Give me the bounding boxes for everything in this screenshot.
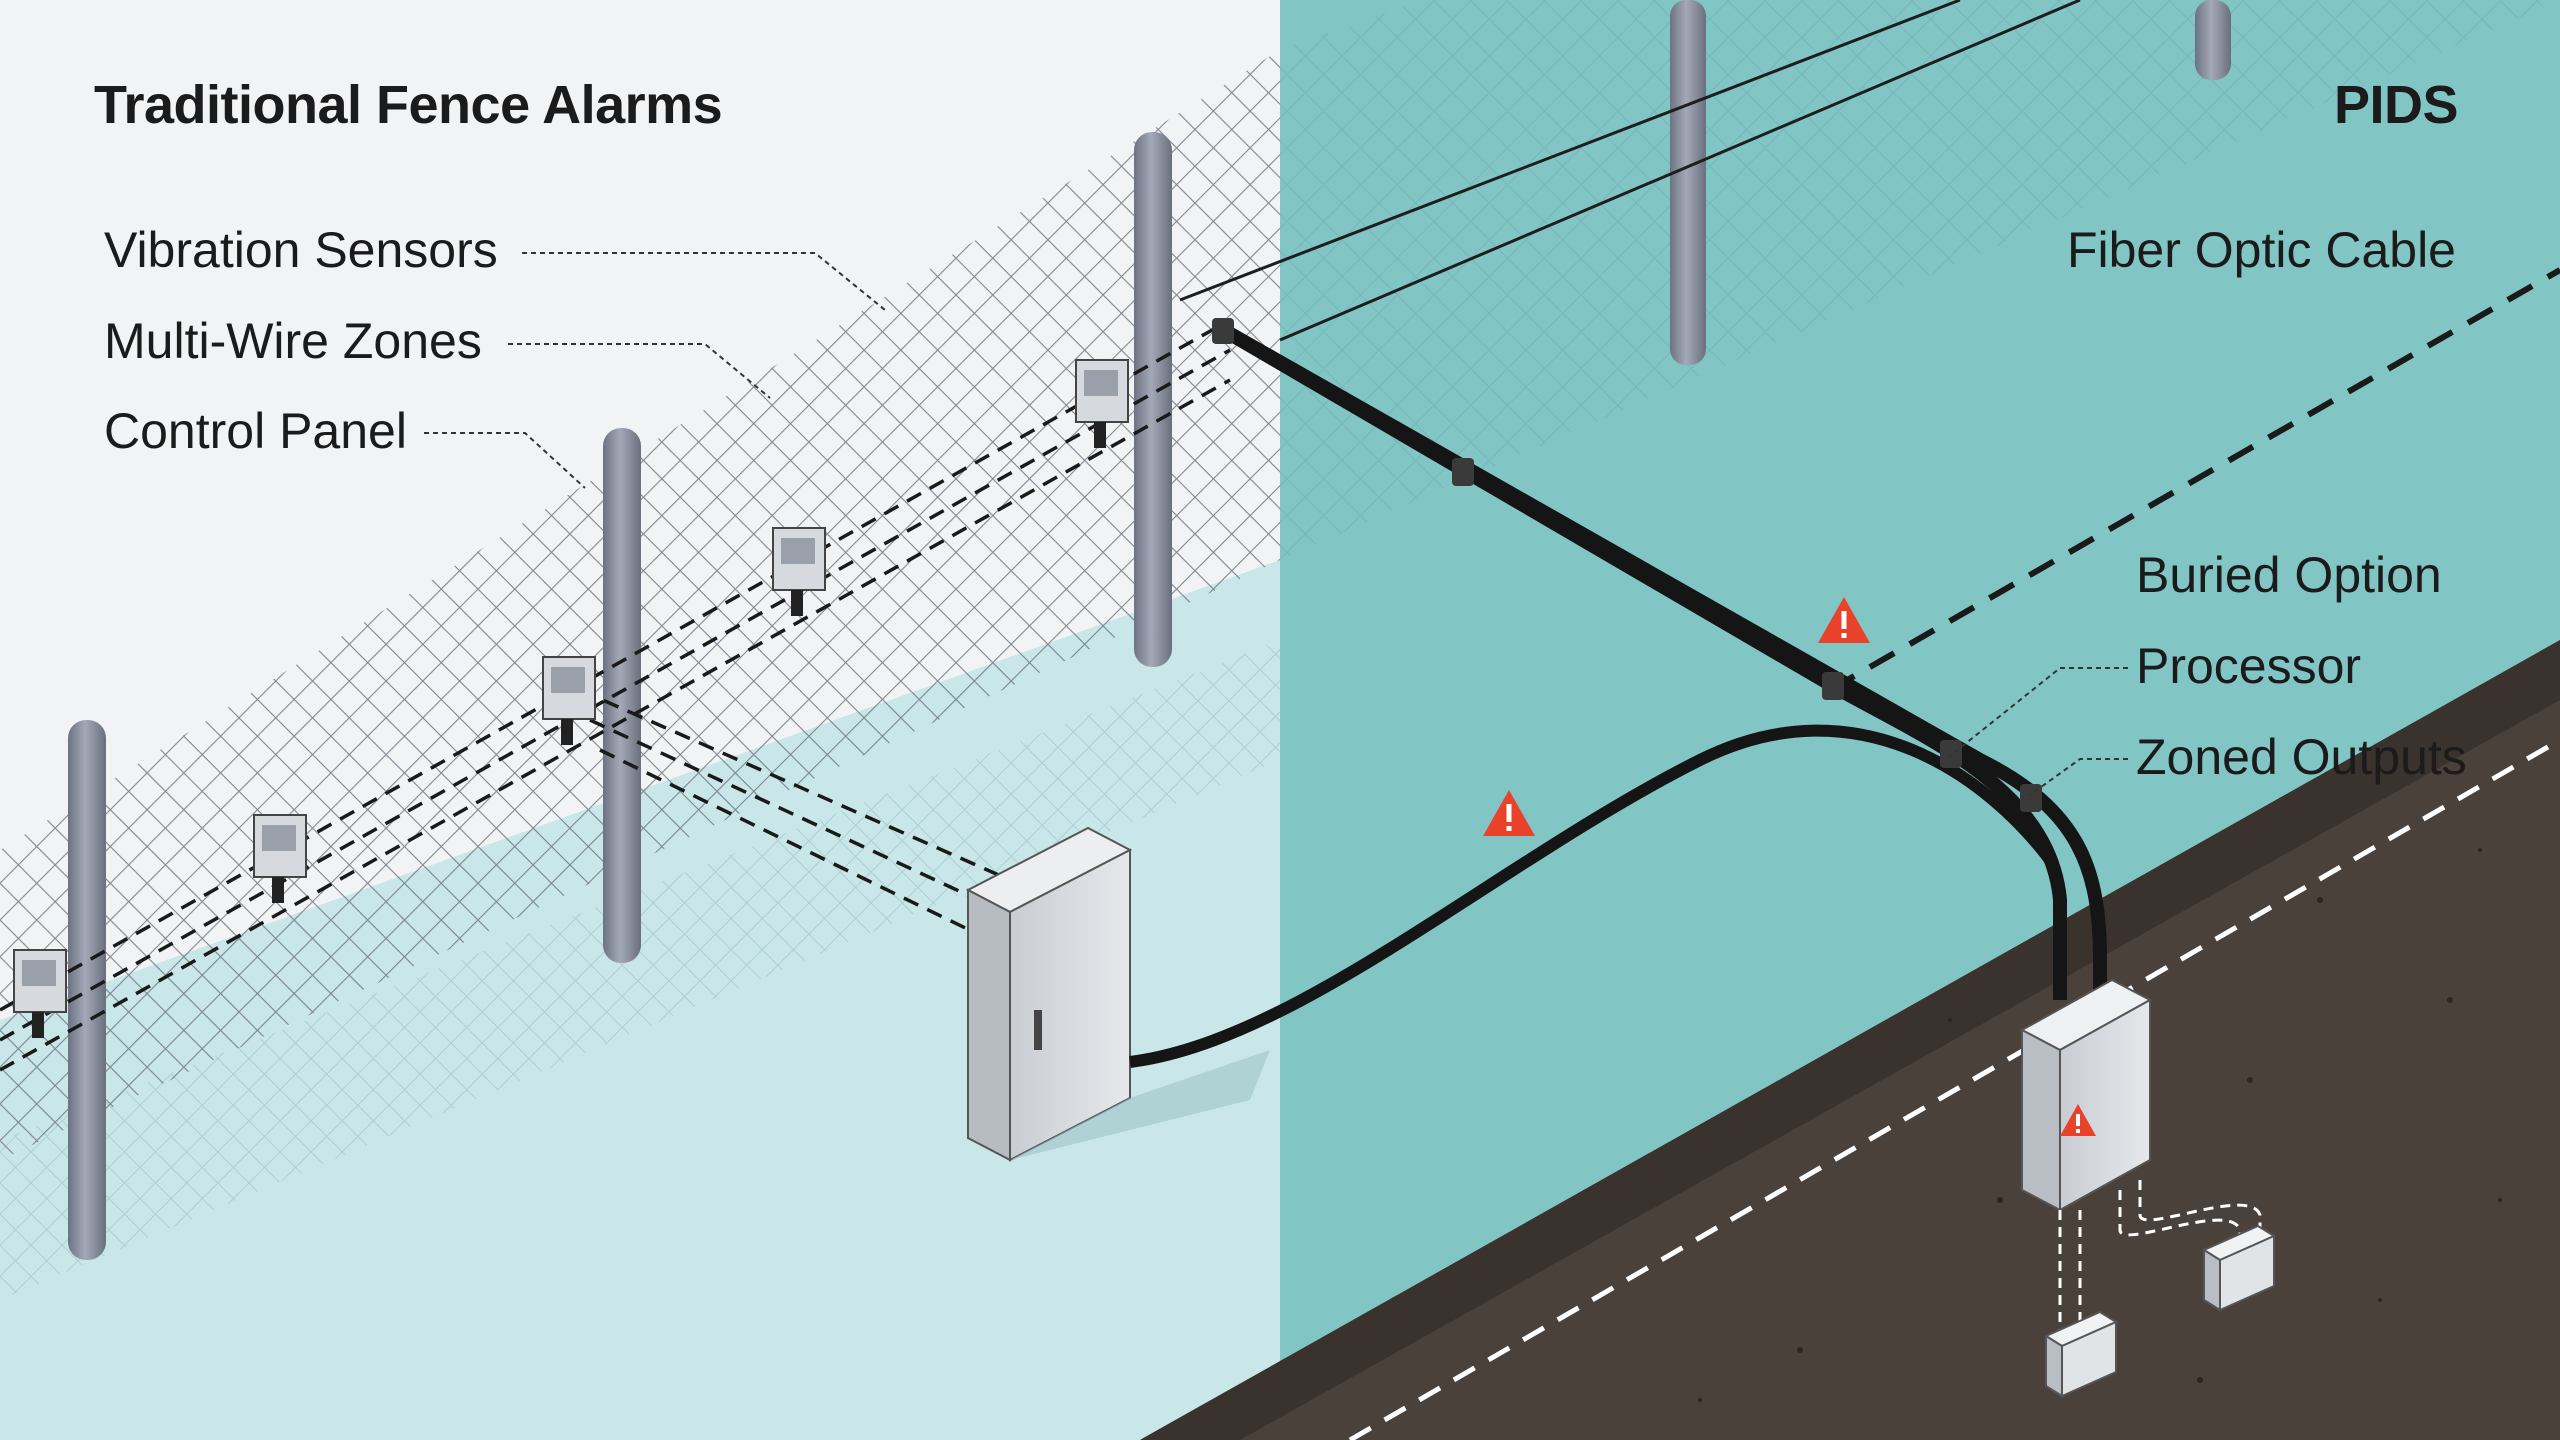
fence-post: [68, 720, 106, 1260]
fence-post: [603, 428, 641, 963]
label-fiber-optic-cable: Fiber Optic Cable: [2067, 225, 2456, 275]
label-control-panel: Control Panel: [104, 406, 407, 456]
fence-post: [1670, 0, 1706, 365]
label-vibration-sensors: Vibration Sensors: [104, 225, 498, 275]
left-panel-title: Traditional Fence Alarms: [94, 78, 722, 132]
label-buried-option: Buried Option: [2136, 550, 2442, 600]
fence-post: [2195, 0, 2231, 80]
label-zoned-outputs: Zoned Outputs: [2136, 732, 2467, 782]
label-multi-wire-zones: Multi-Wire Zones: [104, 316, 482, 366]
label-processor: Processor: [2136, 641, 2361, 691]
right-panel-title: PIDS: [2334, 78, 2458, 132]
